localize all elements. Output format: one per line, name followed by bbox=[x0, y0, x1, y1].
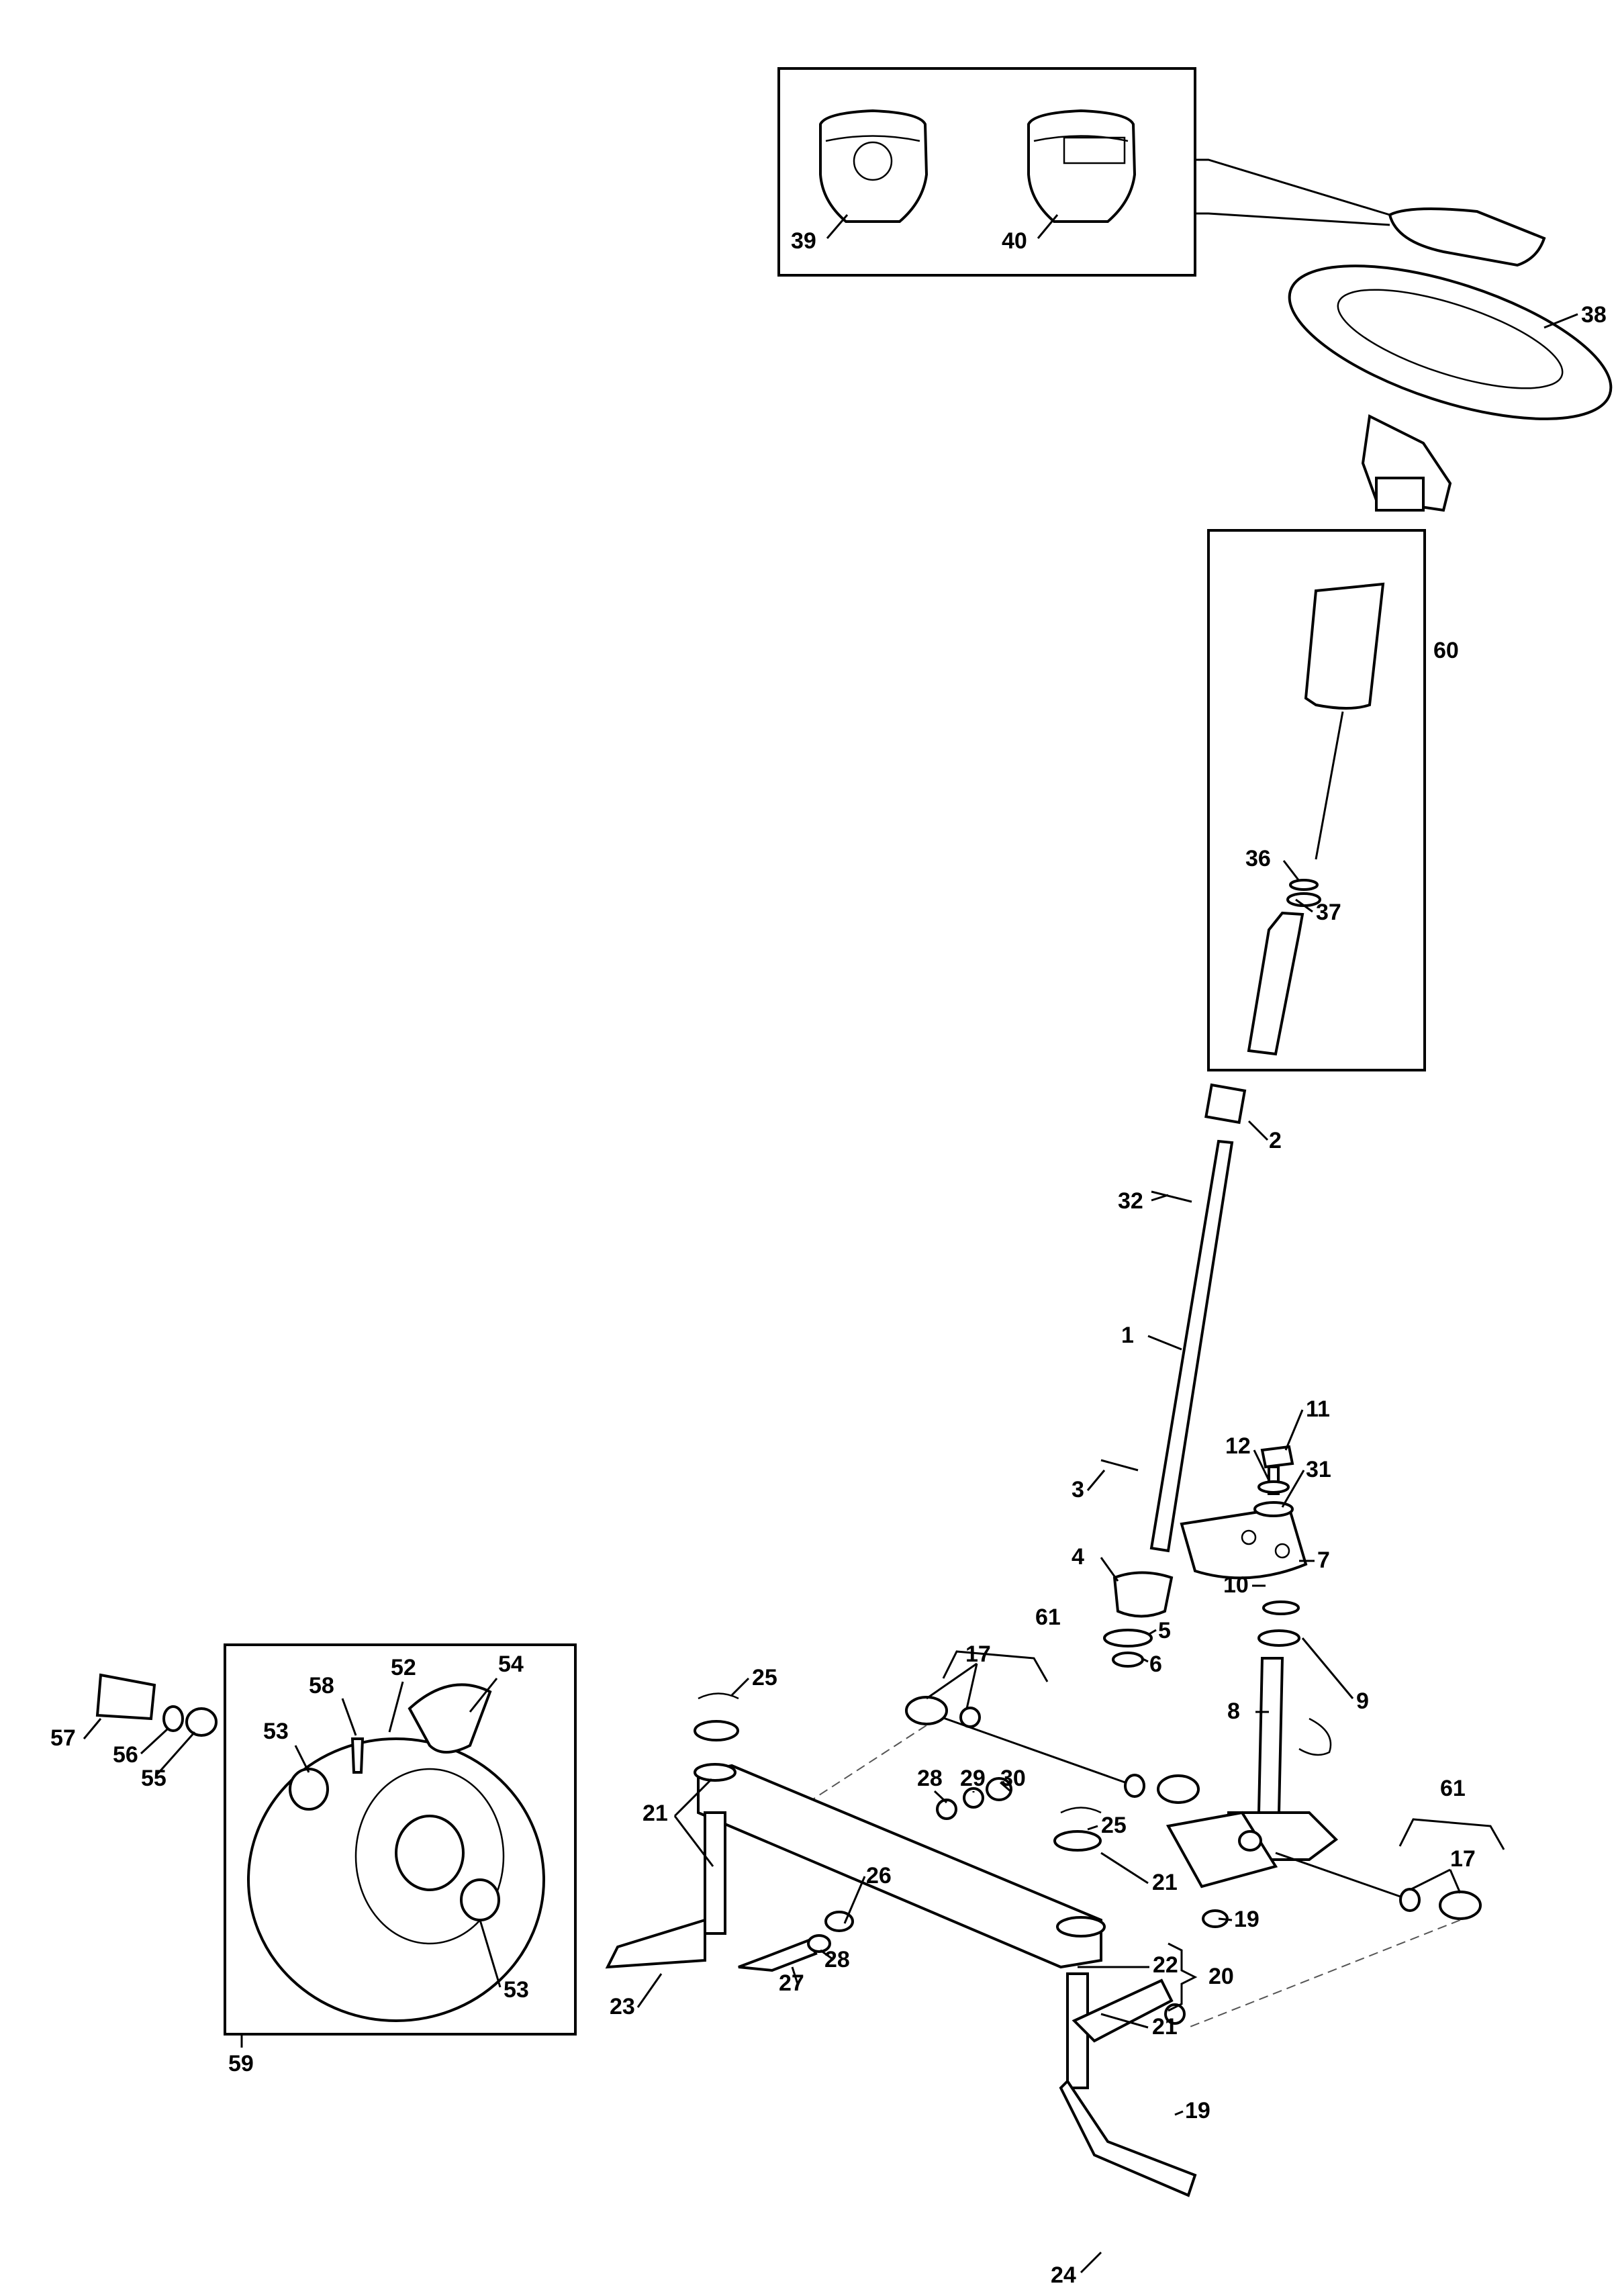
callout-label: 12 bbox=[1225, 1433, 1251, 1459]
horn-cover-round-part bbox=[819, 109, 929, 223]
callout-label: 4 bbox=[1072, 1544, 1084, 1570]
callout-label: 30 bbox=[1000, 1766, 1026, 1791]
steering-shaft-kit-inset bbox=[1207, 529, 1426, 1071]
steering-column-parts bbox=[1100, 1083, 1247, 1668]
leader-lines bbox=[83, 214, 1578, 2274]
callout-label: 28 bbox=[917, 1766, 943, 1791]
callout-label: 25 bbox=[1101, 1813, 1127, 1838]
callout-label: 17 bbox=[1450, 1846, 1476, 1872]
front-axle-parts bbox=[605, 1692, 1197, 2197]
callout-label: 2 bbox=[1269, 1128, 1282, 1153]
callout-label: 19 bbox=[1185, 2098, 1210, 2123]
callout-label: 29 bbox=[960, 1766, 986, 1791]
cover-options-inset bbox=[777, 67, 1390, 277]
callout-label: 37 bbox=[1316, 900, 1341, 925]
callout-label: 52 bbox=[391, 1655, 416, 1680]
tie-rod-parts bbox=[792, 1650, 1505, 2028]
wheel-assembly-inset bbox=[95, 1643, 577, 2036]
callout-label: 38 bbox=[1581, 302, 1607, 328]
callout-label: 9 bbox=[1356, 1688, 1369, 1714]
shaft-lower-part bbox=[1247, 911, 1304, 1056]
callout-label: 6 bbox=[1149, 1652, 1162, 1677]
callout-label: 24 bbox=[1051, 2262, 1076, 2288]
callout-label: 25 bbox=[752, 1665, 777, 1690]
callout-label: 1 bbox=[1121, 1323, 1134, 1348]
callout-label: 53 bbox=[504, 1977, 529, 2003]
callout-label: 7 bbox=[1317, 1547, 1330, 1573]
callout-label: 21 bbox=[1152, 1870, 1178, 1895]
callout-label: 19 bbox=[1234, 1907, 1259, 1932]
callout-label: 54 bbox=[498, 1652, 524, 1677]
callout-label: 28 bbox=[824, 1947, 850, 1972]
callout-label: 58 bbox=[309, 1673, 334, 1699]
callout-label: 23 bbox=[610, 1994, 635, 2019]
callout-label: 36 bbox=[1245, 846, 1271, 871]
callout-label: 10 bbox=[1223, 1572, 1249, 1598]
callout-label: 11 bbox=[1306, 1396, 1330, 1422]
callout-label: 20 bbox=[1208, 1964, 1234, 1989]
callout-label: 40 bbox=[1002, 228, 1027, 254]
callout-label: 31 bbox=[1306, 1457, 1331, 1482]
callout-label: 26 bbox=[866, 1863, 892, 1888]
callout-label: 56 bbox=[113, 1742, 138, 1768]
callout-label: 8 bbox=[1227, 1699, 1240, 1724]
callout-label: 27 bbox=[779, 1970, 804, 1996]
callout-label: 53 bbox=[263, 1719, 289, 1744]
callout-label: 39 bbox=[791, 228, 816, 254]
callout-label: 32 bbox=[1118, 1188, 1143, 1214]
sector-gear-parts bbox=[1180, 1445, 1339, 1861]
callout-label: 3 bbox=[1072, 1477, 1084, 1502]
callout-label: 21 bbox=[1152, 2014, 1178, 2040]
horn-cover-display-part bbox=[1027, 109, 1137, 223]
steering-wheel-part bbox=[1288, 265, 1613, 512]
callout-label: 22 bbox=[1153, 1952, 1178, 1978]
callout-label: 60 bbox=[1433, 638, 1459, 663]
callout-label: 57 bbox=[50, 1725, 76, 1751]
callout-label: 61 bbox=[1440, 1776, 1466, 1801]
callout-label: 21 bbox=[643, 1801, 668, 1826]
callout-label: 5 bbox=[1158, 1618, 1171, 1643]
callout-label: 17 bbox=[965, 1641, 991, 1667]
shaft-sleeve-part bbox=[1304, 582, 1385, 710]
callout-label: 61 bbox=[1035, 1605, 1061, 1630]
callout-label: 59 bbox=[228, 2051, 254, 2076]
horn-cover-part bbox=[1388, 207, 1546, 267]
